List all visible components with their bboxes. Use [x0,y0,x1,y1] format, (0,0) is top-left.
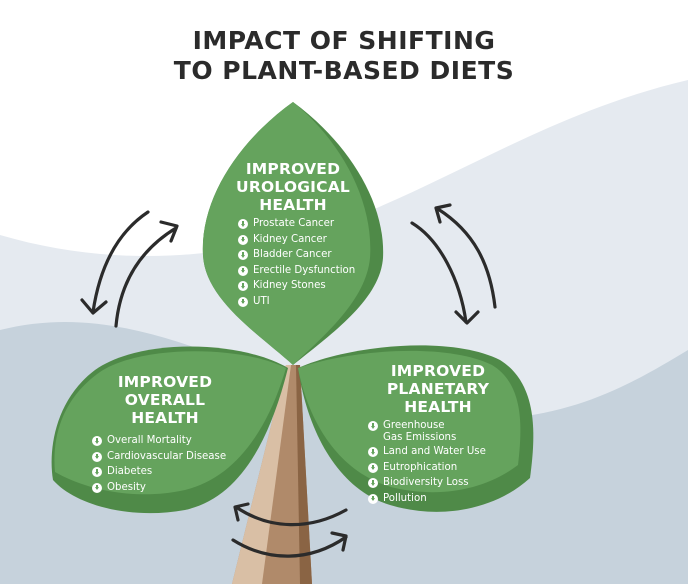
down-arrow-circle-icon [238,265,248,276]
down-arrow-circle-icon [368,462,378,473]
down-arrow-circle-icon [92,467,102,477]
arrows-bottom-icon [231,502,348,558]
arrows-left-icon [80,210,179,328]
leaf-urological-heading: IMPROVED UROLOGICAL HEALTH [236,160,350,214]
leaf-overall [54,351,286,495]
list-item: Bladder Cancer [238,247,358,263]
down-arrow-circle-icon [368,478,378,488]
list-item: Land and Water Use [368,444,518,460]
down-arrow-circle-icon [92,436,102,446]
list-item: Eutrophication [368,460,518,476]
down-arrow-circle-icon [238,219,248,229]
leaf-planetary-heading: IMPROVED PLANETARY HEALTH [386,362,490,416]
list-item: Erectile Dysfunction [238,263,358,279]
list-item: Diabetes [92,464,252,480]
list-item: Kidney Cancer [238,232,358,248]
leaf-overall-content: IMPROVED OVERALL HEALTH Overall Mortalit… [92,373,252,495]
title-line-1: IMPACT OF SHIFTING [192,26,496,55]
list-item: Obesity [92,480,252,496]
list-item: Overall Mortality [92,433,252,449]
list-item: Biodiversity Loss [368,475,518,491]
list-item: Prostate Cancer [238,216,358,232]
down-arrow-circle-icon [368,493,378,504]
down-arrow-circle-icon [238,281,248,291]
title-line-2: TO PLANT-BASED DIETS [173,56,515,85]
list-item: Kidney Stones [238,278,358,294]
leaf-overall-list: Overall Mortality Cardiovascular Disease… [92,433,252,495]
down-arrow-circle-icon [238,296,248,307]
leaf-overall-heading: IMPROVED OVERALL HEALTH [117,373,213,427]
down-arrow-circle-icon [92,482,102,493]
down-arrow-circle-icon [238,234,248,245]
arrows-right-icon [410,203,497,325]
down-arrow-circle-icon [92,451,102,462]
list-item: Pollution [368,491,518,507]
down-arrow-circle-icon [368,421,378,431]
leaf-urological-list: Prostate Cancer Kidney Cancer Bladder Ca… [238,216,358,309]
list-item: Cardiovascular Disease [92,449,252,465]
down-arrow-circle-icon [238,250,248,260]
down-arrow-circle-icon [368,447,378,457]
leaf-planetary [298,350,521,493]
leaf-urological-content: IMPROVED UROLOGICAL HEALTH Prostate Canc… [228,160,358,309]
list-item: UTI [238,294,358,310]
page-title: IMPACT OF SHIFTING TO PLANT-BASED DIETS [0,26,688,86]
